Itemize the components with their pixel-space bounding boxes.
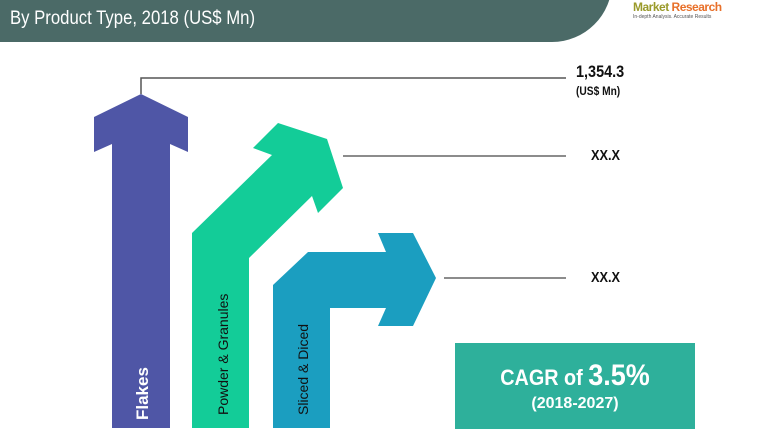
logo-word-research: Research: [671, 0, 723, 14]
cagr-value: 3.5%: [588, 359, 650, 392]
flakes-unit: (US$ Mn): [576, 84, 621, 98]
logo-tagline: In-depth Analysis. Accurate Results: [633, 14, 712, 20]
cagr-box: CAGR of 3.5% (2018-2027): [455, 343, 695, 429]
page-title: By Product Type, 2018 (US$ Mn): [10, 8, 256, 29]
powder-granules-label: Powder & Granules: [215, 294, 231, 415]
sliced-diced-value: XX.X: [591, 269, 621, 286]
logo-word-market: Market: [633, 0, 669, 14]
flakes-leader-line: [140, 77, 566, 94]
sliced-diced-label: Sliced & Diced: [295, 324, 311, 415]
flakes-value: 1,354.3: [576, 62, 625, 81]
powder-granules-value: XX.X: [591, 147, 621, 164]
cagr-period: (2018-2027): [531, 395, 619, 412]
cagr-prefix: CAGR of: [500, 365, 583, 390]
flakes-arrow: [94, 94, 188, 428]
flakes-label: Flakes: [133, 367, 152, 420]
header-banner: By Product Type, 2018 (US$ Mn): [0, 0, 612, 42]
logo: Market Research In-depth Analysis. Accur…: [633, 0, 722, 20]
powder-granules-arrow: [192, 123, 343, 428]
sliced-diced-arrow: [273, 233, 436, 428]
